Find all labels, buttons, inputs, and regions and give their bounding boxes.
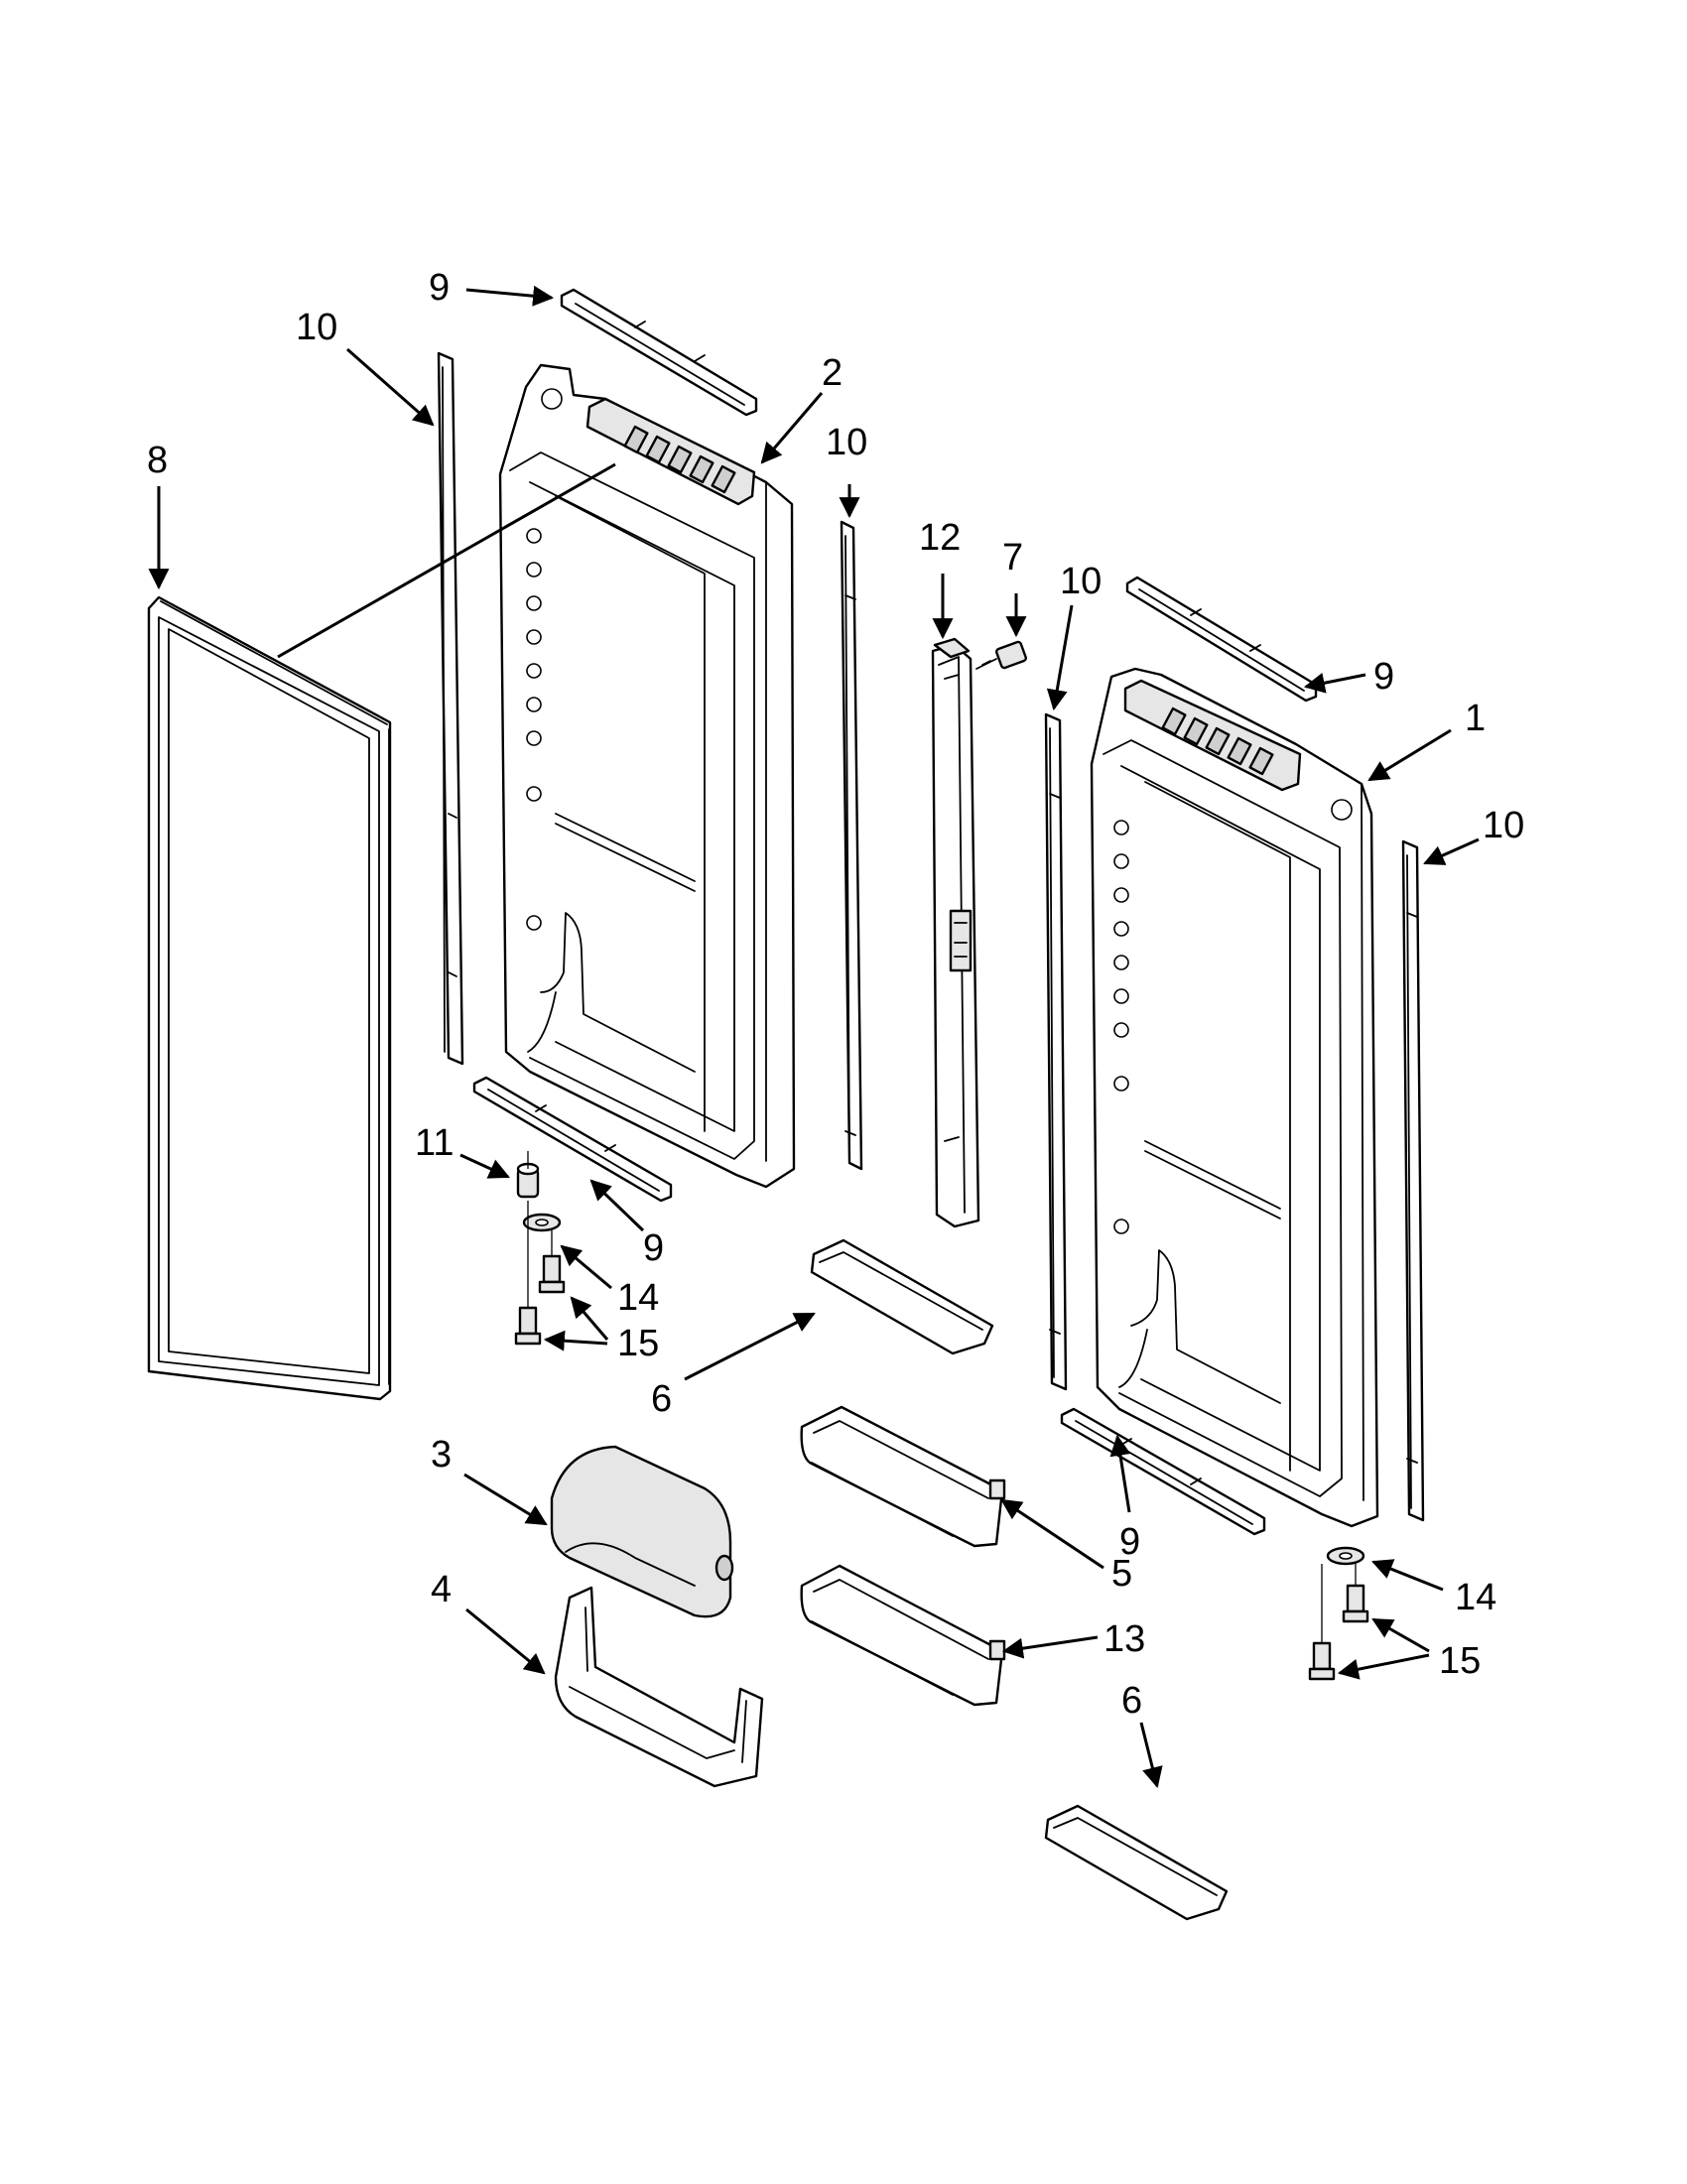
callout-3: 3 bbox=[431, 1434, 452, 1476]
door-gasket bbox=[147, 595, 392, 1401]
callout-9-bottom: 9 bbox=[1119, 1521, 1140, 1563]
callout-9-top: 9 bbox=[429, 267, 450, 309]
rail-lower-left bbox=[472, 1076, 673, 1203]
callout-9-lower: 9 bbox=[643, 1227, 664, 1269]
bushing-right bbox=[1326, 1546, 1365, 1566]
callout-labels: 9 10 2 8 10 12 7 10 9 1 10 11 9 14 15 6 … bbox=[147, 267, 1524, 1722]
callout-4: 4 bbox=[431, 1569, 452, 1610]
callout-15-right: 15 bbox=[1439, 1640, 1481, 1682]
screws-left bbox=[514, 1201, 566, 1346]
callout-5: 5 bbox=[1111, 1553, 1132, 1595]
callout-13: 13 bbox=[1103, 1618, 1145, 1660]
leader-lines bbox=[148, 285, 1480, 1789]
trim-strip-far-right bbox=[1401, 839, 1425, 1522]
trim-strip-left bbox=[437, 351, 464, 1066]
callout-6-upper: 6 bbox=[651, 1378, 672, 1420]
callout-10-middle: 10 bbox=[826, 422, 867, 463]
rail-top-left bbox=[560, 288, 758, 417]
door-bin-upper bbox=[800, 1405, 1006, 1548]
dairy-compartment-bin bbox=[554, 1586, 764, 1788]
callout-1: 1 bbox=[1465, 698, 1486, 739]
callout-6-lower: 6 bbox=[1121, 1680, 1142, 1722]
door-bin-lower bbox=[800, 1564, 1006, 1707]
callout-8: 8 bbox=[147, 440, 168, 481]
screws-right bbox=[1308, 1564, 1369, 1681]
shelf-supports-left bbox=[526, 528, 542, 931]
callout-14-left: 14 bbox=[617, 1277, 659, 1319]
rail-top-right bbox=[1125, 576, 1318, 703]
bushing-left bbox=[522, 1213, 562, 1232]
door-liner-right bbox=[1090, 667, 1379, 1528]
trim-strip-middle bbox=[840, 520, 863, 1171]
callout-2: 2 bbox=[822, 352, 843, 394]
door-liner-left bbox=[498, 363, 796, 1189]
callout-12: 12 bbox=[919, 517, 961, 559]
callout-15-left: 15 bbox=[617, 1323, 659, 1364]
callout-10-right: 10 bbox=[1060, 561, 1102, 602]
callout-7: 7 bbox=[1002, 537, 1023, 578]
callout-11: 11 bbox=[415, 1122, 454, 1164]
callout-14-right: 14 bbox=[1455, 1577, 1496, 1618]
hinge-screw bbox=[975, 640, 1027, 670]
callout-10-far-right: 10 bbox=[1483, 805, 1524, 846]
door-shelf-small-lower bbox=[1044, 1804, 1229, 1921]
hinge-channel bbox=[931, 637, 980, 1228]
shelf-supports-right bbox=[1113, 820, 1129, 1234]
callout-9-right: 9 bbox=[1373, 656, 1394, 698]
dairy-compartment-cover bbox=[550, 1445, 734, 1618]
callout-10-left: 10 bbox=[296, 307, 337, 348]
door-shelf-small-upper bbox=[810, 1238, 994, 1355]
hinge-pin bbox=[516, 1151, 540, 1199]
trim-strip-right-front bbox=[1044, 712, 1068, 1391]
